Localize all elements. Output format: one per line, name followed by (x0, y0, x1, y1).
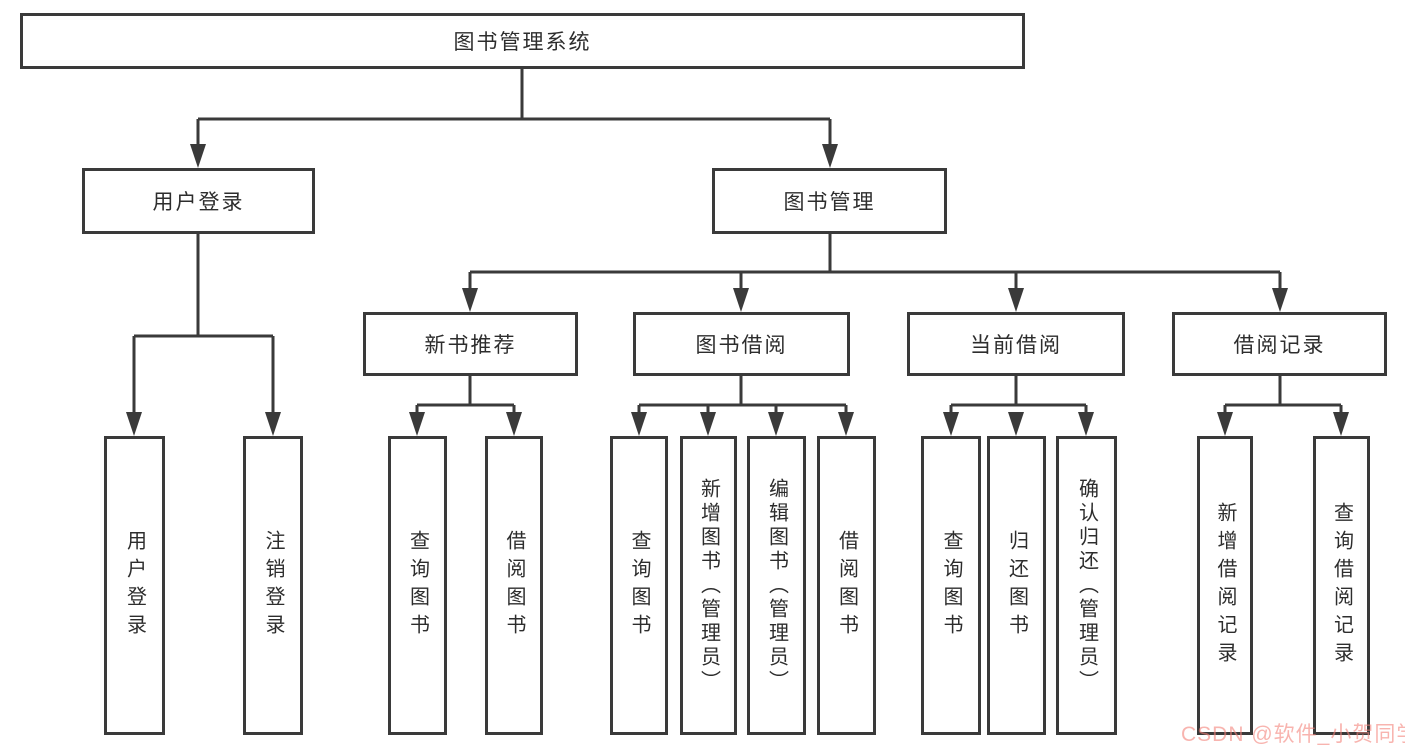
leaf-current-query-book: 查询图书 (921, 436, 981, 735)
leaf-borrow-query-book: 查询图书 (610, 436, 668, 735)
node-current-borrow: 当前借阅 (907, 312, 1125, 376)
node-user-login: 用户登录 (82, 168, 315, 234)
leaf-records-query-record: 查询借阅记录 (1313, 436, 1370, 735)
leaf-current-confirm-return-admin: 确认归还（管理员） (1056, 436, 1117, 735)
csdn-watermark: CSDN @软件_小贺同学 (1181, 723, 1405, 746)
leaf-user-login: 用户登录 (104, 436, 165, 735)
leaf-newrec-query-book: 查询图书 (388, 436, 447, 735)
node-book-borrow: 图书借阅 (633, 312, 850, 376)
leaf-borrow-edit-book-admin: 编辑图书（管理员） (747, 436, 806, 735)
leaf-logout: 注销登录 (243, 436, 303, 735)
node-borrow-records: 借阅记录 (1172, 312, 1387, 376)
node-new-book-recommend: 新书推荐 (363, 312, 578, 376)
node-root-system: 图书管理系统 (20, 13, 1025, 69)
leaf-newrec-borrow-book: 借阅图书 (485, 436, 543, 735)
leaf-borrow-add-book-admin: 新增图书（管理员） (680, 436, 737, 735)
leaf-records-add-record: 新增借阅记录 (1197, 436, 1253, 735)
leaf-current-return-book: 归还图书 (987, 436, 1046, 735)
leaf-borrow-borrow-book: 借阅图书 (817, 436, 876, 735)
node-book-management: 图书管理 (712, 168, 947, 234)
